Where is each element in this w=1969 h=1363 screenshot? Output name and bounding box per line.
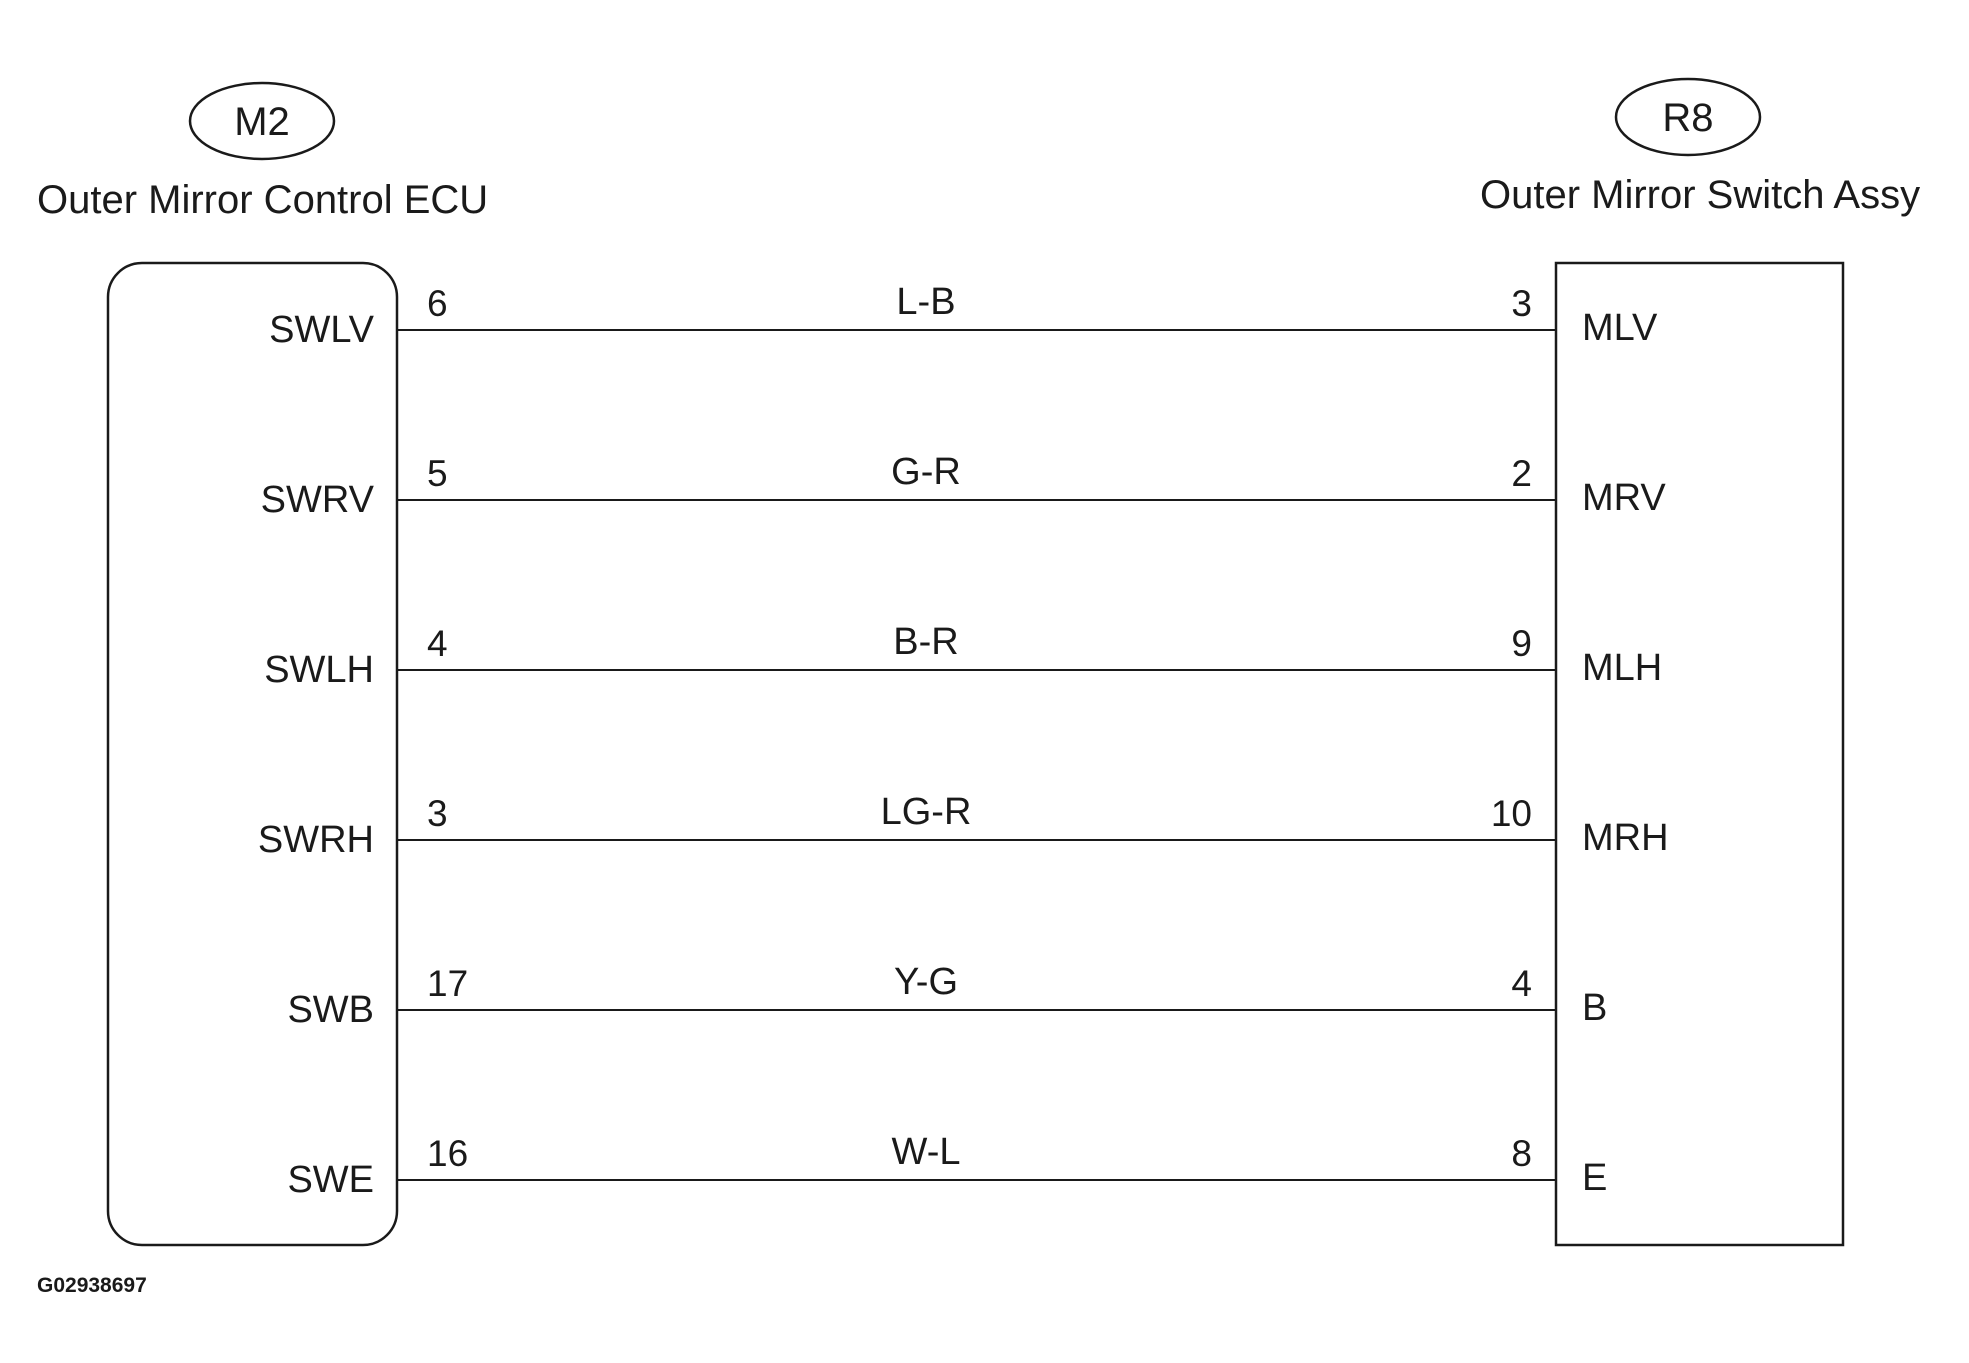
right-pin-number: 8	[1511, 1133, 1532, 1174]
wire-color-code: W-L	[892, 1131, 961, 1173]
wire-color-code: LG-R	[881, 791, 972, 833]
right-pin-number: 2	[1511, 453, 1532, 494]
right-pin-number: 3	[1511, 283, 1532, 324]
left-pin-number: 16	[427, 1133, 468, 1174]
left-pin-number: 5	[427, 453, 448, 494]
right-signal-label: MLV	[1582, 307, 1658, 349]
wire-color-code: L-B	[896, 281, 955, 323]
left-signal-label: SWRV	[261, 479, 375, 521]
left-signal-label: SWLV	[269, 309, 375, 351]
left-pin-number: 3	[427, 793, 448, 834]
left-pin-number: 6	[427, 283, 448, 324]
left-signal-label: SWRH	[258, 819, 374, 861]
left-connector-oval	[188, 81, 336, 161]
left-component-box	[106, 261, 399, 1247]
right-signal-label: E	[1582, 1157, 1607, 1199]
right-signal-label: B	[1582, 987, 1607, 1029]
right-component-box	[1554, 261, 1845, 1247]
right-signal-label: MRH	[1582, 817, 1669, 859]
right-component-name: Outer Mirror Switch Assy	[1480, 173, 1920, 217]
right-connector-id: R8	[1662, 96, 1713, 140]
right-signal-label: MLH	[1582, 647, 1662, 689]
left-component-name: Outer Mirror Control ECU	[37, 178, 488, 222]
wire-color-code: Y-G	[894, 961, 958, 1003]
right-pin-number: 4	[1511, 963, 1532, 1004]
left-pin-number: 4	[427, 623, 448, 664]
right-pin-number: 9	[1511, 623, 1532, 664]
wire-color-code: B-R	[893, 621, 958, 663]
right-signal-label: MRV	[1582, 477, 1666, 519]
figure-id: G02938697	[37, 1274, 147, 1297]
wire-color-code: G-R	[891, 451, 961, 493]
left-signal-label: SWB	[287, 989, 374, 1031]
left-signal-label: SWE	[287, 1159, 374, 1201]
left-pin-number: 17	[427, 963, 468, 1004]
left-signal-label: SWLH	[264, 649, 374, 691]
right-pin-number: 10	[1491, 793, 1532, 834]
left-connector-id: M2	[234, 100, 290, 144]
right-connector-oval	[1614, 77, 1762, 157]
